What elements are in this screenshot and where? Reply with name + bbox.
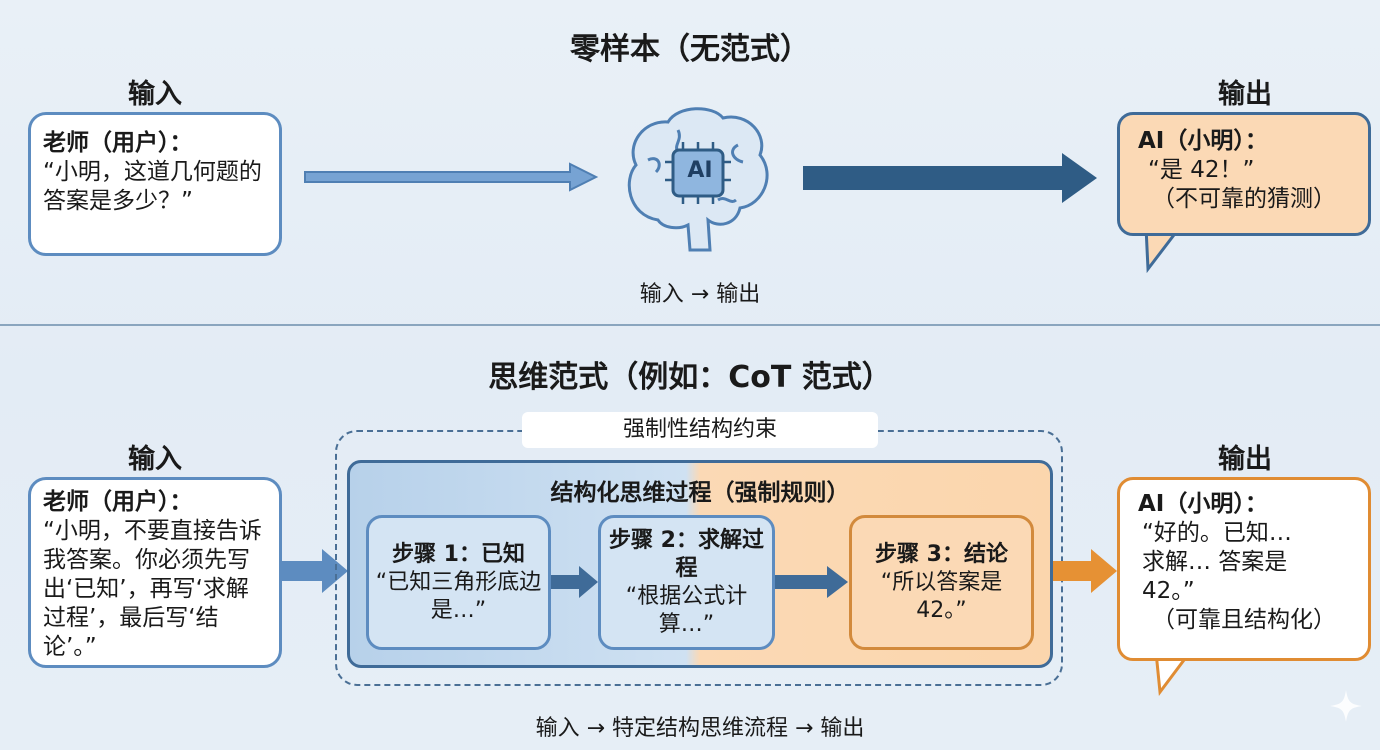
output-note: （不可靠的猜测） (1152, 186, 1336, 212)
step-title: 步骤 2：求解过程 (609, 527, 764, 581)
cot-title: 思维范式（例如：CoT 范式） (488, 360, 892, 395)
cot-output-label: 输出 (1218, 444, 1272, 475)
sparkle-icon (1330, 690, 1362, 722)
constraint-label: 强制性结构约束 (522, 412, 878, 448)
output-arrow-icon (1053, 549, 1117, 593)
thick-arrow-icon (803, 153, 1097, 203)
input-text: “小明，不要直接告诉我答案。你必须先写出‘已知’，再写‘求解过程’，最后写‘结论… (43, 518, 262, 660)
output-speaker: AI（小明）： (1138, 128, 1268, 154)
step-2-card: 步骤 2：求解过程 “根据公式计算…” (598, 515, 775, 650)
cot-input-box: 老师（用户）： “小明，不要直接告诉我答案。你必须先写出‘已知’，再写‘求解过程… (28, 477, 282, 668)
zero-shot-output-bubble: AI（小明）： “是 42！” （不可靠的猜测） (1117, 112, 1371, 236)
process-title: 结构化思维过程（强制规则） (550, 480, 850, 506)
output-note: （可靠且结构化） (1152, 607, 1336, 633)
zero-shot-output-label: 输出 (1218, 79, 1272, 110)
zero-shot-title: 零样本（无范式） (570, 32, 810, 67)
input-speaker: 老师（用户）： (43, 489, 193, 515)
zero-shot-flow-caption: 输入 → 输出 (639, 282, 761, 307)
output-text: “好的。已知…求解… 答案是42。” (1142, 520, 1292, 604)
input-speaker: 老师（用户）： (43, 130, 193, 156)
zero-shot-input-label: 输入 (128, 79, 182, 110)
output-text: “是 42！” (1148, 157, 1255, 183)
input-text: “小明，这道几何题的答案是多少？” (43, 159, 262, 214)
brain-ai-icon (627, 107, 769, 252)
step-arrow-icon (775, 566, 848, 598)
step-text: “已知三角形底边是…” (375, 569, 542, 623)
section-divider (0, 324, 1380, 326)
cot-input-label: 输入 (128, 444, 182, 475)
input-arrow-icon (282, 549, 348, 593)
step-text: “根据公式计算…” (625, 583, 748, 637)
step-text: “所以答案是42。” (880, 569, 1003, 623)
step-title: 步骤 1：已知 (392, 541, 525, 567)
step-3-card: 步骤 3：结论 “所以答案是42。” (849, 515, 1034, 650)
cot-output-bubble: AI（小明）： “好的。已知…求解… 答案是42。” （可靠且结构化） (1117, 477, 1371, 661)
thin-arrow-icon (304, 162, 599, 192)
output-speaker: AI（小明）： (1138, 491, 1268, 517)
ai-chip-label: AI (687, 158, 713, 183)
step-title: 步骤 3：结论 (875, 541, 1008, 567)
cot-flow-caption: 输入 → 特定结构思维流程 → 输出 (535, 716, 865, 741)
step-arrow-icon (551, 566, 598, 598)
zero-shot-input-box: 老师（用户）： “小明，这道几何题的答案是多少？” (28, 112, 282, 256)
step-1-card: 步骤 1：已知 “已知三角形底边是…” (366, 515, 551, 650)
